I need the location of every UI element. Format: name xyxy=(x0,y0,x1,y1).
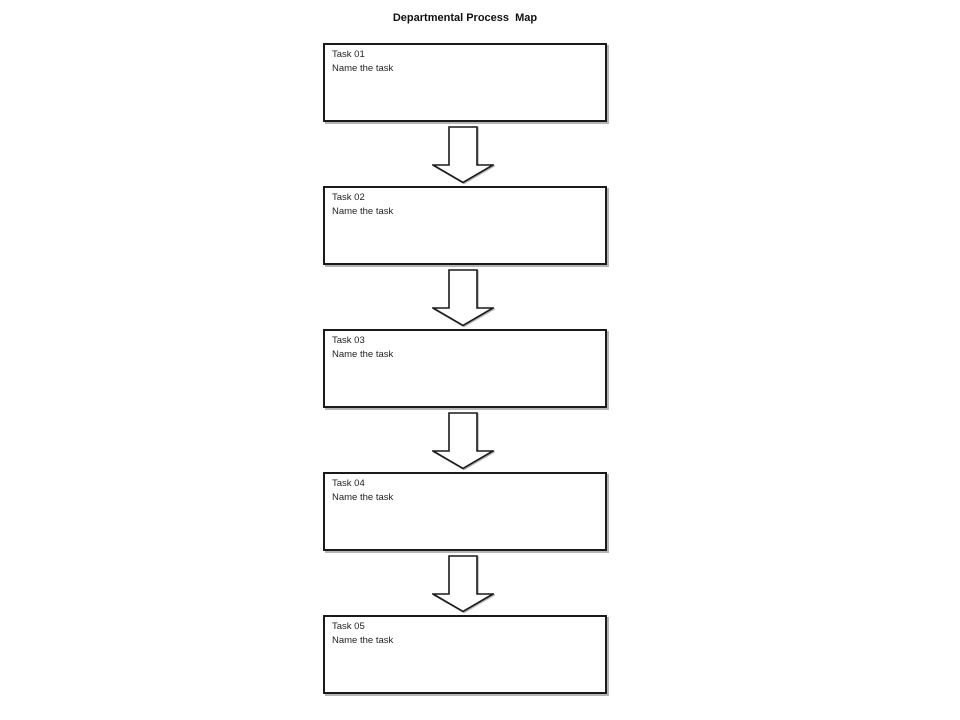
task-node-subtitle: Name the task xyxy=(332,348,394,360)
down-arrow-icon xyxy=(432,126,494,184)
task-node-title: Task 02 xyxy=(332,192,365,203)
task-node-title: Task 03 xyxy=(332,335,365,346)
task-node-subtitle: Name the task xyxy=(332,205,394,217)
task-node-subtitle: Name the task xyxy=(332,491,394,503)
task-node-01: Task 01 Name the task xyxy=(323,43,607,122)
page-title: Departmental Process Map xyxy=(392,12,538,24)
task-node-03: Task 03 Name the task xyxy=(323,329,607,408)
down-arrow-icon xyxy=(432,269,494,327)
task-node-title: Task 01 xyxy=(332,49,365,60)
task-node-title: Task 04 xyxy=(332,478,365,489)
task-node-title: Task 05 xyxy=(332,621,365,632)
task-node-subtitle: Name the task xyxy=(332,62,394,74)
task-node-04: Task 04 Name the task xyxy=(323,472,607,551)
down-arrow-icon xyxy=(432,412,494,470)
task-node-05: Task 05 Name the task xyxy=(323,615,607,694)
down-arrow-icon xyxy=(432,555,494,613)
task-node-subtitle: Name the task xyxy=(332,634,394,646)
task-node-02: Task 02 Name the task xyxy=(323,186,607,265)
